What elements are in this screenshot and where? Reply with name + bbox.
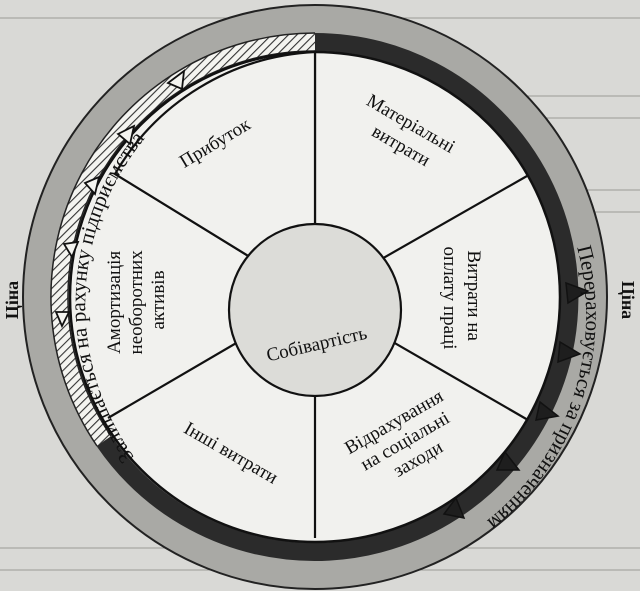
- arrow-marker: [83, 175, 101, 196]
- segment-label-line: Амортизація: [104, 251, 125, 354]
- arrow-marker: [62, 240, 80, 259]
- segment-label-line: оплату праці: [439, 247, 460, 350]
- side-label-left: Ціна: [2, 281, 22, 319]
- arrow-marker: [565, 281, 590, 305]
- arrow-marker: [116, 124, 136, 146]
- profit-sector: [113, 50, 317, 299]
- dark-band-arrows: [442, 281, 590, 520]
- hatched-band-border: [50, 32, 316, 447]
- arrow-marker: [166, 69, 186, 91]
- segment-label-depreciation: Амортизація необоротних активів: [104, 246, 169, 355]
- arrow-marker: [495, 450, 521, 471]
- segment-label-line: необоротних: [126, 250, 147, 355]
- hatched-band-arrows: [54, 69, 186, 329]
- arrow-marker: [54, 311, 71, 329]
- hatched-band: [50, 32, 316, 447]
- arrow-marker: [442, 496, 466, 520]
- segment-label-wages: Витрати на оплату праці: [439, 247, 484, 350]
- cost-center-circle: [227, 222, 403, 398]
- arrow-marker: [535, 400, 560, 421]
- side-label-right: Ціна: [618, 281, 638, 319]
- segment-label-line: активів: [148, 270, 169, 329]
- arrow-marker: [557, 340, 582, 364]
- segment-label-line: Витрати на: [463, 250, 484, 341]
